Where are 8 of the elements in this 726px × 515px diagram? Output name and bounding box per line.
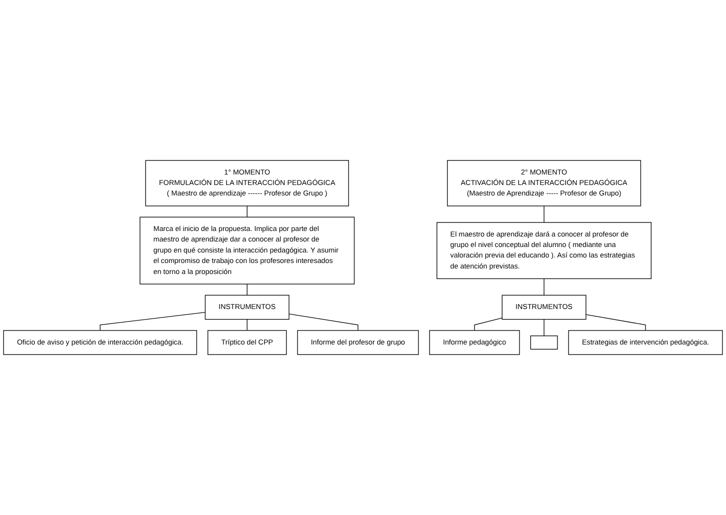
connector <box>246 284 248 296</box>
connector <box>474 318 502 331</box>
connector <box>586 314 646 331</box>
connector <box>100 312 206 331</box>
node-box <box>530 336 558 350</box>
connector <box>246 206 248 218</box>
connector <box>288 314 358 331</box>
connector <box>246 319 248 331</box>
